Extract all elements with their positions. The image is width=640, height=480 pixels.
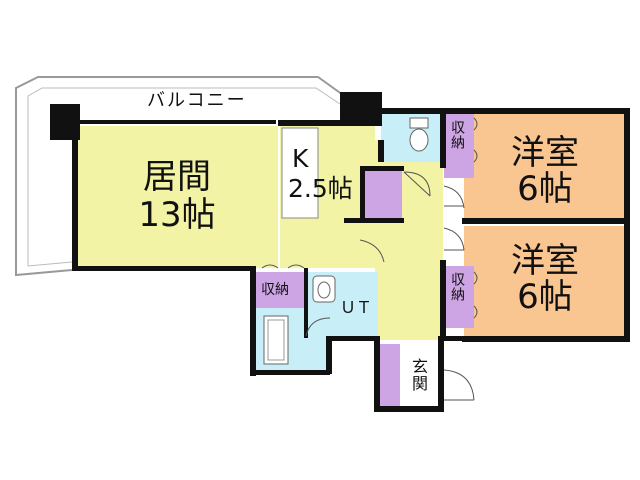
storage-kitchen (364, 170, 402, 220)
balcony-outline (15, 76, 351, 277)
storage-bath-label: 収納 (261, 282, 289, 298)
western-room-2 (464, 226, 626, 340)
western-room-2-name: 洋室 (511, 241, 579, 281)
western-room-1-name: 洋室 (511, 133, 579, 173)
kitchen-label-k: K (292, 144, 309, 173)
entrance (400, 350, 443, 408)
kitchen-size: 2.5帖 (288, 174, 353, 203)
washbasin-icon (312, 275, 336, 303)
door-swing-icon (261, 117, 478, 401)
storage-top (444, 112, 474, 178)
storage-bath (256, 272, 308, 308)
western-room-1 (464, 112, 626, 220)
living-room-name: 居間 (143, 157, 211, 197)
entrance-label: 玄関 (409, 358, 428, 392)
storage-top-label: 収納 (449, 120, 465, 150)
kitchen-counter (281, 127, 319, 219)
balcony-label: バルコニー (147, 90, 247, 111)
living-room (76, 126, 278, 268)
toilet-icon (409, 117, 429, 152)
storage-mid-label: 収納 (449, 272, 465, 302)
bathtub-icon (263, 315, 289, 365)
walls (50, 92, 630, 412)
storage-mid (444, 266, 474, 328)
storage-entrance (378, 344, 400, 406)
western-room-2-size: 6帖 (517, 277, 573, 317)
western-room-1-size: 6帖 (517, 169, 573, 209)
balcony-inner-line (27, 87, 341, 267)
living-room-size: 13帖 (138, 195, 216, 235)
utility-room-label: ＵＴ (340, 298, 373, 317)
